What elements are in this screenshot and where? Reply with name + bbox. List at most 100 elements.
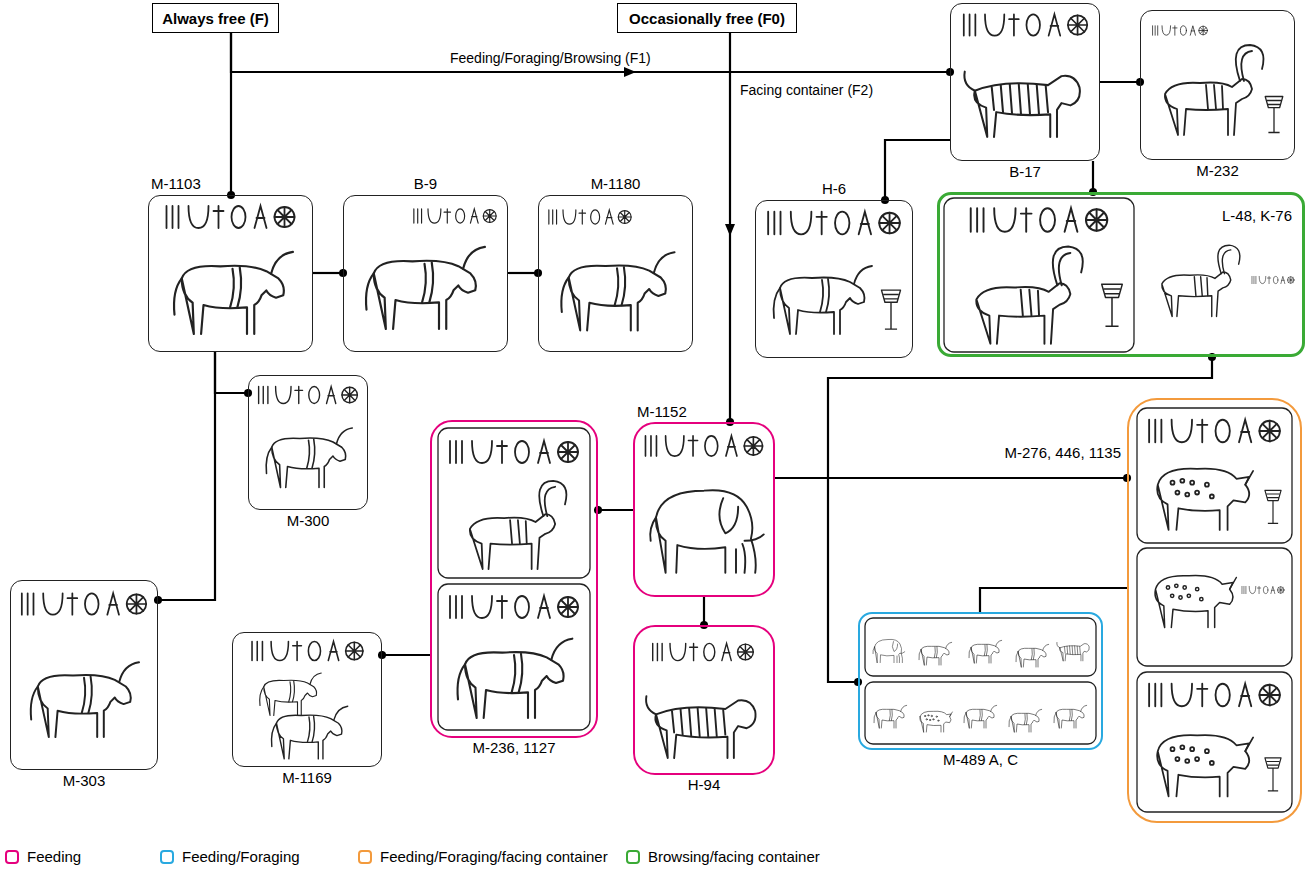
bull-figure — [266, 428, 352, 488]
seal-frame: M-1180 — [538, 195, 693, 352]
bull-figure — [964, 705, 997, 728]
seal-frame: B-9 — [343, 195, 508, 352]
seal-id: M-236, 1127 — [472, 739, 555, 757]
category-box: Occasionally free (F0) — [617, 3, 797, 33]
connector-line — [885, 140, 950, 200]
connector-line — [980, 588, 1127, 612]
bull-figure — [271, 706, 347, 759]
seal-panel-outline — [865, 618, 1096, 676]
rhino-figure — [920, 711, 953, 732]
connector — [598, 510, 633, 511]
connector — [828, 357, 1212, 682]
script-signs — [971, 208, 1108, 231]
category-title: Always free (F) — [162, 10, 269, 27]
ibex-figure — [470, 481, 567, 569]
bull-figure — [31, 662, 139, 737]
legend-swatch — [5, 850, 19, 864]
bull-figure — [366, 247, 485, 329]
container-figure — [881, 290, 900, 329]
seal-id: M-276, 446, 1135 — [1005, 444, 1121, 462]
container-figure — [1265, 490, 1281, 523]
seal-panel-outline — [438, 428, 590, 578]
script-signs — [259, 387, 358, 404]
connector-line — [508, 272, 538, 274]
bull-figure — [919, 642, 952, 665]
seal-id: M-489 A, C — [943, 751, 1018, 769]
connector-line — [215, 352, 248, 393]
rhino-figure — [1157, 469, 1253, 530]
direction-arrow — [624, 67, 636, 77]
seal-panel-outline — [944, 198, 1134, 352]
legend-swatch — [626, 850, 640, 864]
seal-m-303 — [22, 593, 146, 737]
seal-frame: M-489 A, C — [858, 612, 1103, 750]
legend-text: Feeding/Foraging — [182, 848, 300, 865]
legend-item: Browsing/facing container — [626, 848, 820, 865]
legend-swatch — [358, 850, 372, 864]
script-signs — [1252, 276, 1294, 283]
script-signs — [1153, 26, 1208, 35]
seal-m-1152 — [645, 436, 763, 573]
connector — [704, 597, 705, 625]
bull-figure — [1009, 709, 1042, 732]
script-signs — [450, 596, 578, 618]
bull-figure — [174, 252, 293, 334]
tiger-figure — [1057, 642, 1090, 660]
legend-text: Browsing/facing container — [648, 848, 820, 865]
seal-frame: M-276, 446, 1135 — [1127, 398, 1302, 823]
container-figure — [1102, 284, 1123, 326]
bull-figure — [260, 673, 322, 716]
bull-figure — [774, 266, 872, 334]
elephant-figure — [650, 490, 764, 573]
legend-item: Feeding/Foraging — [160, 848, 300, 865]
seal-frame: B-17 — [950, 3, 1100, 161]
seal-m-232 — [1153, 26, 1283, 135]
seal-id: M-1152 — [637, 403, 687, 421]
seal-id: B-17 — [1009, 163, 1041, 181]
seal-panel-outline — [1137, 408, 1292, 543]
seal-frame: H-6 — [755, 200, 913, 358]
seal-frame: M-1169 — [232, 632, 382, 767]
connector — [231, 33, 950, 77]
bull-figure — [969, 640, 1002, 663]
seal-frame: L-48, K-76 — [937, 192, 1305, 357]
connector — [382, 655, 430, 656]
ibex-figure — [1162, 245, 1240, 316]
seal-id: M-300 — [287, 512, 330, 530]
script-signs — [450, 441, 578, 463]
script-signs — [964, 14, 1087, 35]
seal-id: L-48, K-76 — [1222, 207, 1292, 225]
direction-arrow — [725, 224, 735, 236]
seal-id: H-94 — [688, 776, 721, 794]
connector — [1093, 161, 1094, 192]
seal-id: M-303 — [63, 772, 106, 790]
connector-line — [703, 597, 705, 625]
seal-panel-outline — [1137, 672, 1292, 812]
script-signs — [768, 212, 900, 235]
seal-id: M-1169 — [282, 769, 332, 787]
edge-label: Feeding/Foraging/Browsing (F1) — [448, 50, 653, 67]
seal-b-17 — [964, 14, 1087, 136]
script-signs — [252, 641, 363, 660]
seal-frame: M-236, 1127 — [430, 420, 598, 738]
bull-figure — [561, 252, 674, 330]
seal-frame: M-1103 — [148, 195, 313, 352]
seal-frame: M-232 — [1140, 10, 1295, 160]
seal-m-1180 — [549, 210, 675, 330]
seal-frame: M-1152 — [633, 422, 775, 597]
rhino-figure — [1157, 735, 1253, 796]
connector-line — [1092, 161, 1094, 192]
connector — [725, 33, 735, 422]
bull-figure — [1054, 705, 1087, 728]
bull-figure — [874, 705, 907, 728]
annotation-label: Facing container (F2) — [738, 82, 875, 99]
legend-swatch — [160, 850, 174, 864]
connector — [980, 588, 1127, 612]
script-signs — [1242, 586, 1284, 593]
seal-h-6 — [768, 212, 900, 334]
tiger-figure — [646, 696, 755, 758]
seal-id: M-232 — [1196, 162, 1239, 180]
elephant-figure — [873, 639, 905, 662]
